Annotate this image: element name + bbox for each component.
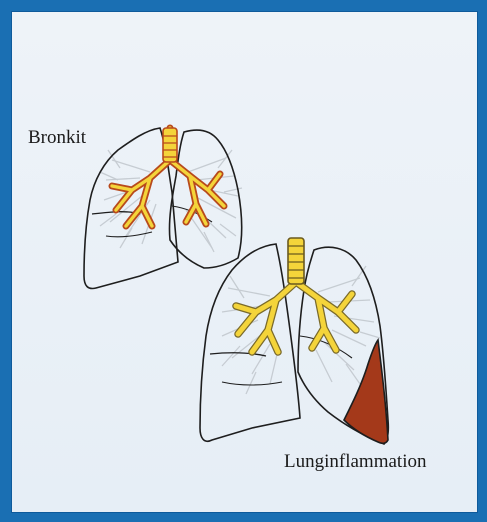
bronchitis-label: Bronkit <box>28 128 86 147</box>
pneumonia-trachea <box>288 238 304 284</box>
bronchitis-lungs-icon <box>84 128 242 289</box>
pneumonia-left-lung <box>200 244 300 441</box>
pneumonia-label: Lunginflammation <box>284 452 426 471</box>
bronchitis-trachea <box>163 128 177 162</box>
pneumonia-lungs-icon <box>200 238 388 444</box>
